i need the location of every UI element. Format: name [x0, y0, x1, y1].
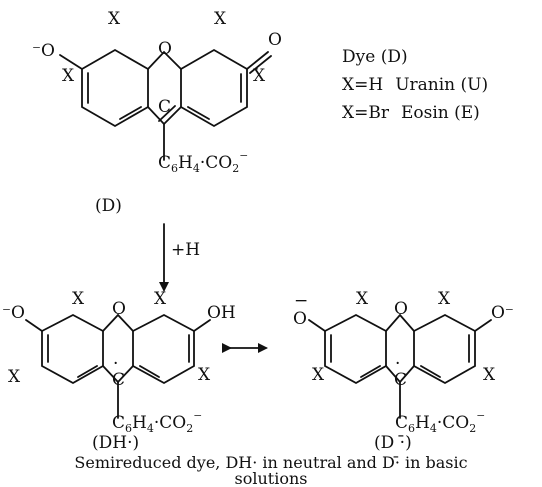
left-x-1: X: [72, 289, 85, 309]
right-side-bonds: [308, 319, 492, 419]
left-structure-label: (DH·): [92, 433, 139, 453]
top-substituent: C6H4·CO2⁻: [158, 149, 248, 175]
right-o-minus-label: O⁻: [491, 303, 514, 323]
right-double-bonds: [330, 334, 470, 378]
right-ring-o-label: O: [394, 299, 408, 319]
left-central-carbon: C: [112, 370, 125, 390]
top-central-carbon: C: [158, 97, 171, 117]
top-double-bonds: [87, 72, 242, 122]
left-radical-dot: ·: [113, 354, 118, 374]
top-ring-o-label: O: [158, 39, 172, 59]
top-x-3: X: [62, 66, 75, 86]
structure-d-radical-anion: [308, 313, 492, 419]
caption-line-1: Semireduced dye, DH· in neutral and D·̄ …: [74, 453, 467, 472]
left-ring-left: [41, 313, 104, 385]
right-o-left-label: O: [293, 309, 307, 329]
top-ring-left: [81, 48, 149, 128]
structure-dye-quinoid: [59, 48, 272, 161]
top-o-minus-label: ⁻O: [32, 41, 55, 61]
right-structure-label: (D ·̄): [374, 433, 412, 453]
left-oh-label: OH: [207, 303, 236, 323]
caption-line-2: solutions: [235, 469, 308, 487]
left-x-4: X: [198, 365, 211, 385]
top-carbonyl: [246, 51, 272, 74]
right-x-4: X: [483, 365, 496, 385]
top-structure-label: (D): [95, 196, 122, 216]
left-x-2: X: [154, 289, 167, 309]
top-o-bond: [59, 54, 83, 70]
right-x-2: X: [438, 289, 451, 309]
right-substituent: C6H4·CO2⁻: [395, 409, 485, 435]
legend-title: Dye (D): [342, 47, 408, 67]
right-radical-dot: ·: [395, 354, 400, 374]
top-x-2: X: [214, 9, 227, 29]
top-x-4: X: [253, 66, 266, 86]
top-x-1: X: [108, 9, 121, 29]
left-ring-right: [132, 313, 195, 385]
right-x-3: X: [312, 365, 325, 385]
left-o-minus-label: ⁻O: [2, 303, 25, 323]
top-keto-o-label: O: [268, 30, 282, 50]
left-substituent: C6H4·CO2⁻: [112, 409, 202, 435]
right-ring-right: [413, 313, 476, 385]
left-ring-o-label: O: [112, 299, 126, 319]
left-side-bonds: [25, 319, 211, 419]
structure-dh-radical: [25, 313, 211, 419]
left-x-3: X: [8, 367, 21, 387]
right-x-1: X: [356, 289, 369, 309]
top-ring-right: [180, 48, 248, 128]
right-central-carbon: C: [394, 370, 407, 390]
right-o-minus-mark: −: [294, 291, 308, 311]
reaction-arrow-label: +H: [171, 240, 200, 260]
right-ring-left: [324, 313, 387, 385]
left-double-bonds: [47, 334, 190, 378]
